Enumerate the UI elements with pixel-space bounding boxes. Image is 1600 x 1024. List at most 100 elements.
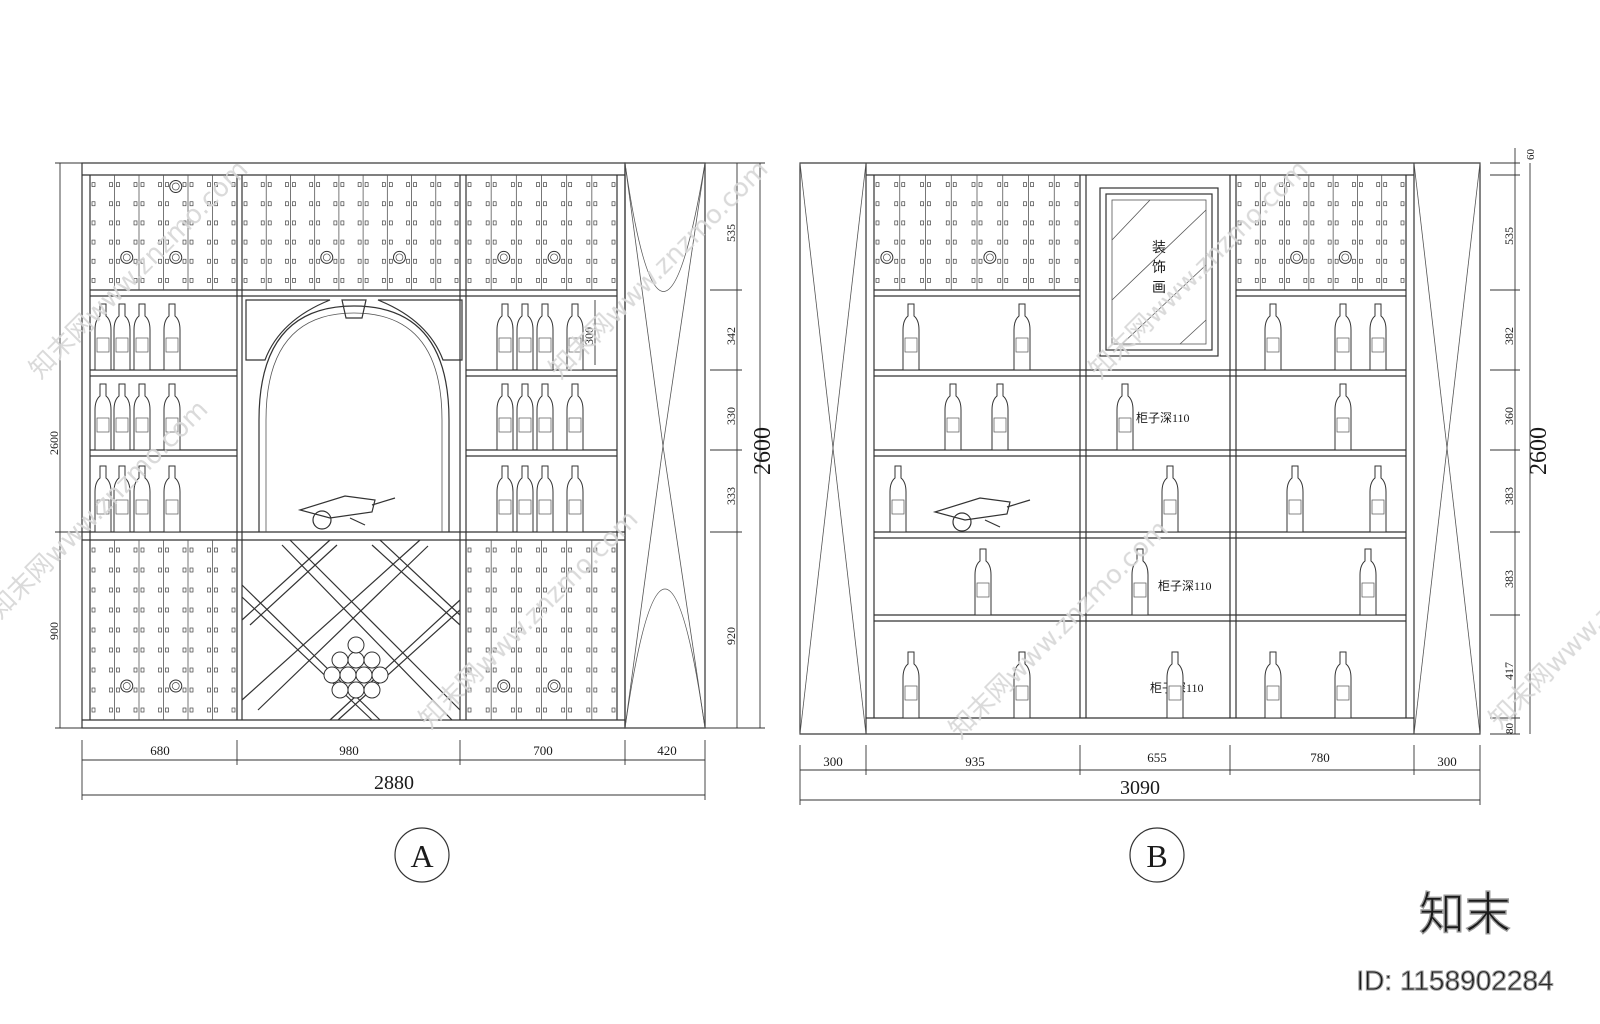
rack-peg <box>1400 258 1405 264</box>
rack-peg <box>593 587 598 593</box>
rack-peg <box>91 278 96 283</box>
rack-peg <box>165 258 169 264</box>
rack-peg <box>406 182 410 187</box>
rack-peg <box>586 567 591 573</box>
rack-peg <box>510 239 515 245</box>
wine-bottle <box>496 465 514 533</box>
rack-peg <box>243 278 248 283</box>
rack-peg <box>1383 258 1388 264</box>
rack-peg <box>1400 182 1405 187</box>
rack-peg <box>536 607 540 613</box>
bottle-end-inner <box>171 253 180 262</box>
rack-peg <box>340 258 345 264</box>
rack-peg <box>1286 182 1290 187</box>
rack-peg <box>388 201 393 207</box>
rack-peg <box>231 647 236 653</box>
rack-peg <box>1023 278 1027 283</box>
rack-peg <box>231 201 236 207</box>
rack-peg <box>561 707 566 713</box>
rack-peg <box>214 239 218 245</box>
bottle-label <box>568 337 582 353</box>
rack-peg <box>561 201 566 207</box>
rack-peg <box>109 587 113 593</box>
rack-peg <box>1376 278 1381 283</box>
rack-peg <box>1074 239 1079 245</box>
rack-peg <box>158 220 162 226</box>
rack-peg <box>189 707 194 713</box>
rack-peg <box>116 587 120 593</box>
rack-peg <box>543 220 547 226</box>
rack-peg <box>1237 258 1242 264</box>
rack-peg <box>611 687 616 693</box>
wine-bottle <box>991 383 1009 451</box>
rack-peg <box>997 201 1002 207</box>
rack-peg <box>158 278 162 283</box>
rack-peg <box>231 278 236 283</box>
rack-peg <box>492 182 497 187</box>
rack-peg <box>140 239 145 245</box>
rack-peg <box>207 278 211 283</box>
bottle-end-inner <box>499 253 508 262</box>
bottle-label <box>96 499 110 515</box>
watermark-site-3: 知末网www.znzmo.com <box>544 154 775 385</box>
rack-peg <box>214 687 218 693</box>
rack-peg <box>437 220 442 226</box>
rack-peg <box>568 220 573 226</box>
rack-peg <box>536 627 540 633</box>
rack-peg <box>978 220 983 226</box>
rack-peg <box>894 182 899 187</box>
rack-peg <box>1303 182 1308 187</box>
rack-peg <box>292 278 296 283</box>
rack-peg <box>243 201 248 207</box>
rack-peg <box>207 567 211 573</box>
rack-peg <box>158 707 162 713</box>
rack-peg <box>1327 258 1332 264</box>
rack-peg <box>231 567 236 573</box>
rack-peg <box>214 567 218 573</box>
rack-peg <box>430 278 435 283</box>
bottle-label <box>165 499 179 515</box>
rack-peg <box>593 278 598 283</box>
rack-peg <box>454 239 459 245</box>
rack-peg <box>316 258 321 264</box>
rack-peg <box>243 239 248 245</box>
dim-b-width-2: 655 <box>1147 750 1167 765</box>
rack-peg <box>593 258 598 264</box>
dim-height-big-a: 2600 <box>750 427 776 475</box>
rack-peg <box>231 707 236 713</box>
rack-peg <box>214 627 218 633</box>
rack-peg <box>536 220 540 226</box>
rack-peg <box>158 647 162 653</box>
rack-peg <box>561 647 566 653</box>
bottle-label <box>538 499 552 515</box>
bottle-label <box>1336 417 1350 433</box>
rack-peg <box>165 547 169 553</box>
rack-peg <box>517 278 522 283</box>
rack-peg <box>1048 278 1053 283</box>
rack-peg <box>586 647 591 653</box>
rack-peg <box>561 258 566 264</box>
rack-peg <box>158 201 162 207</box>
bottle-end <box>169 250 183 264</box>
rack-peg <box>267 258 272 264</box>
rack-peg <box>231 239 236 245</box>
bottle-label <box>96 337 110 353</box>
rack-peg <box>406 239 410 245</box>
bottle-end-inner <box>550 682 558 690</box>
rack-peg <box>517 567 522 573</box>
rack-peg <box>133 627 138 633</box>
wine-bottle <box>1166 651 1184 719</box>
dim-width-3: 420 <box>657 743 677 758</box>
rack-peg <box>1359 182 1363 187</box>
rack-peg <box>997 182 1002 187</box>
bottle-label <box>1266 685 1280 701</box>
rack-peg <box>413 201 417 207</box>
rack-peg <box>109 667 113 673</box>
rack-peg <box>214 258 218 264</box>
rack-peg <box>568 258 573 264</box>
dimensions-b: 60 535 382 360 383 383 417 80 2600 300 9… <box>799 148 1552 805</box>
rack-peg <box>1279 220 1283 226</box>
rack-peg <box>561 587 566 593</box>
bottle-end-inner <box>122 682 131 690</box>
rack-peg <box>1074 220 1079 226</box>
